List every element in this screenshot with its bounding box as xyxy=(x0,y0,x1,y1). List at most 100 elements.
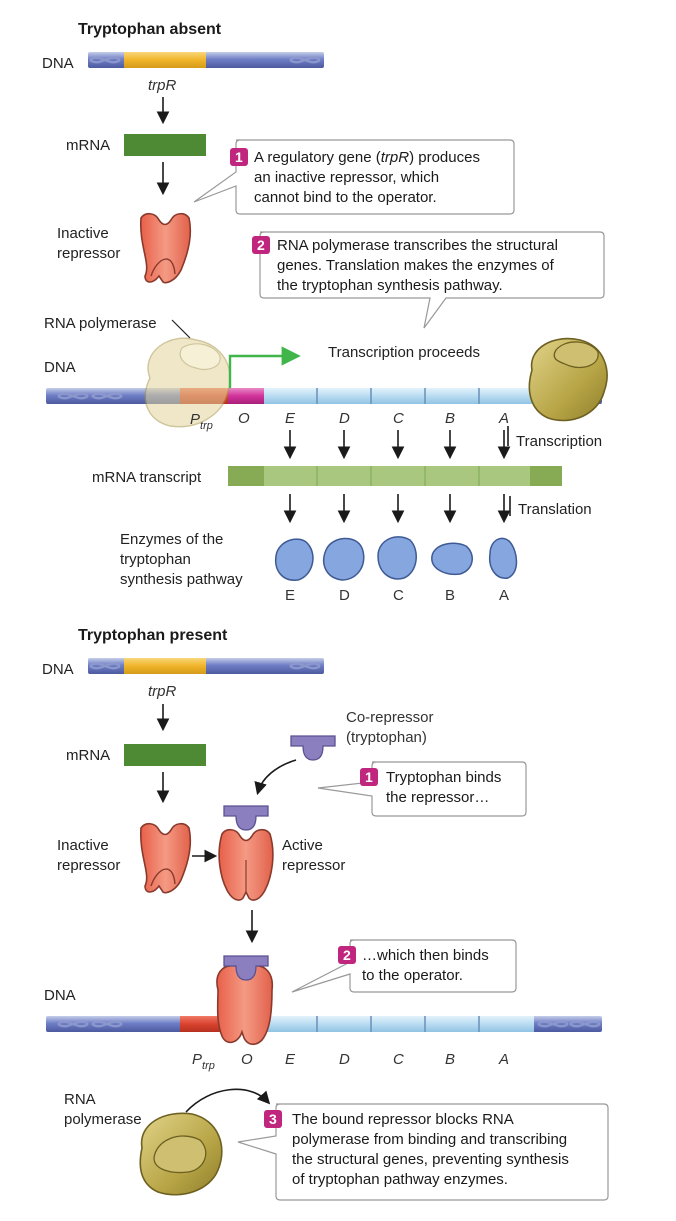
corepressor-label-2: (tryptophan) xyxy=(346,729,427,746)
bottom-inactive-label-1: Inactive xyxy=(57,837,109,854)
top-repressor-label-1: Inactive xyxy=(57,225,109,242)
top-callout-1-line-1: A regulatory gene (trpR) produces xyxy=(254,149,480,166)
blocked-polymerase-arrow xyxy=(185,1088,271,1113)
bottom-trpR-gene xyxy=(124,658,206,674)
top-mrna-transcript-label: mRNA transcript xyxy=(92,469,202,486)
top-callout-2-num: 2 xyxy=(257,237,265,253)
enzyme-A xyxy=(488,537,518,579)
top-gene-label-A: A xyxy=(498,410,509,427)
enzyme-name-B: B xyxy=(445,587,455,604)
bottom-operon-dna xyxy=(46,1016,602,1032)
bottom-rna-pol-label-1: RNA xyxy=(64,1091,96,1108)
top-enzymes-label-1: Enzymes of the xyxy=(120,531,223,548)
bottom-bound-corepressor xyxy=(223,805,269,831)
bottom-title: Tryptophan present xyxy=(78,627,228,644)
top-rna-pol-label: RNA polymerase xyxy=(44,315,157,332)
enzyme-name-C: C xyxy=(393,587,404,604)
bottom-inactive-repressor xyxy=(139,822,192,894)
corepressor-tryptophan xyxy=(290,735,336,761)
top-transcription-start-arrow xyxy=(228,346,301,388)
operator-bound-repressor xyxy=(216,955,274,1046)
bottom-callout-2-num: 2 xyxy=(343,947,351,963)
top-operator xyxy=(228,388,264,404)
bottom-gene-label-B: B xyxy=(445,1051,455,1068)
enzyme-B xyxy=(431,542,473,576)
trpR-gene xyxy=(124,52,206,68)
bottom-operator-label: O xyxy=(241,1051,253,1068)
bottom-dna-label-2: DNA xyxy=(44,987,76,1004)
top-translation-label: Translation xyxy=(518,501,592,518)
bottom-rna-polymerase xyxy=(139,1112,223,1196)
top-repressor-label-2: repressor xyxy=(57,245,120,262)
bottom-mrna-bar xyxy=(124,744,206,766)
top-gene-label-E: E xyxy=(285,410,296,427)
bottom-regulatory-dna xyxy=(88,658,324,674)
bottom-dna-label: DNA xyxy=(42,661,74,678)
top-mrna-label: mRNA xyxy=(66,137,110,154)
bottom-callout-3-line-1: The bound repressor blocks RNA xyxy=(292,1111,514,1128)
top-gene-label-D: D xyxy=(339,410,350,427)
bottom-callout-2-line-1: …which then binds xyxy=(362,947,489,964)
bottom-active-repressor xyxy=(218,828,274,901)
top-dna-label-2: DNA xyxy=(44,359,76,376)
bottom-inactive-label-2: repressor xyxy=(57,857,120,874)
bottom-callout-1-line-1: Tryptophan binds xyxy=(386,769,501,786)
bottom-rna-pol-label-2: polymerase xyxy=(64,1111,142,1128)
bottom-callout-2: 2 …which then binds to the operator. xyxy=(291,939,517,993)
bottom-trpR-label: trpR xyxy=(148,683,177,700)
bottom-callout-3-line-3: the structural genes, preventing synthes… xyxy=(292,1151,569,1168)
bottom-active-label-2: repressor xyxy=(282,857,345,874)
top-callout-1-line-3: cannot bind to the operator. xyxy=(254,189,437,206)
bottom-structural-genes xyxy=(264,1016,534,1032)
corepressor-label-1: Co-repressor xyxy=(346,709,434,726)
top-rna-polymerase-bound xyxy=(144,337,231,428)
bottom-active-label-1: Active xyxy=(282,837,323,854)
bottom-mrna-label: mRNA xyxy=(66,747,110,764)
bottom-callout-2-line-2: to the operator. xyxy=(362,967,463,984)
bottom-callout-1: 1 Tryptophan binds the repressor… xyxy=(317,761,527,817)
top-callout-2-line-3: the tryptophan synthesis pathway. xyxy=(277,277,503,294)
enzyme-name-D: D xyxy=(339,587,350,604)
top-enzymes-label-2: tryptophan xyxy=(120,551,191,568)
top-transcription-proceeds: Transcription proceeds xyxy=(328,344,480,361)
bottom-callout-3: 3 The bound repressor blocks RNA polymer… xyxy=(237,1103,609,1201)
bottom-promoter-label: Ptrp xyxy=(192,1051,215,1072)
enzyme-D xyxy=(322,537,365,581)
top-dna-label: DNA xyxy=(42,55,74,72)
bottom-callout-3-num: 3 xyxy=(269,1111,277,1127)
top-trpR-label: trpR xyxy=(148,77,177,94)
top-operator-label: O xyxy=(238,410,250,427)
top-callout-2-line-2: genes. Translation makes the enzymes of xyxy=(277,257,555,274)
top-rna-polymerase-end xyxy=(528,337,608,422)
bottom-callout-1-num: 1 xyxy=(365,769,373,785)
top-promoter-label: Ptrp xyxy=(190,411,213,432)
bottom-callout-3-line-4: of tryptophan pathway enzymes. xyxy=(292,1171,508,1188)
top-structural-genes xyxy=(264,388,534,404)
top-mrna-transcript xyxy=(228,466,562,486)
bottom-gene-label-C: C xyxy=(393,1051,404,1068)
top-translation-arrows xyxy=(283,494,511,524)
top-transcription-label: Transcription xyxy=(516,433,602,450)
top-callout-2: 2 RNA polymerase transcribes the structu… xyxy=(252,231,605,329)
top-gene-label-C: C xyxy=(393,410,404,427)
top-title: Tryptophan absent xyxy=(78,21,222,38)
bottom-callout-3-line-2: polymerase from binding and transcribing xyxy=(292,1131,567,1148)
top-enzymes-label-3: synthesis pathway xyxy=(120,571,243,588)
top-gene-label-B: B xyxy=(445,410,455,427)
top-transcription-arrows xyxy=(283,430,511,460)
enzyme-C xyxy=(377,536,417,580)
top-mrna-bar xyxy=(124,134,206,156)
bottom-gene-label-E: E xyxy=(285,1051,296,1068)
bottom-gene-label-D: D xyxy=(339,1051,350,1068)
bottom-gene-label-A: A xyxy=(498,1051,509,1068)
corepressor-arrow xyxy=(254,759,297,796)
top-callout-2-line-1: RNA polymerase transcribes the structura… xyxy=(277,237,558,254)
top-callout-1-num: 1 xyxy=(235,149,243,165)
enzyme-name-A: A xyxy=(499,587,509,604)
top-callout-1: 1 A regulatory gene (trpR) produces an i… xyxy=(193,139,515,215)
top-inactive-repressor xyxy=(139,212,192,284)
